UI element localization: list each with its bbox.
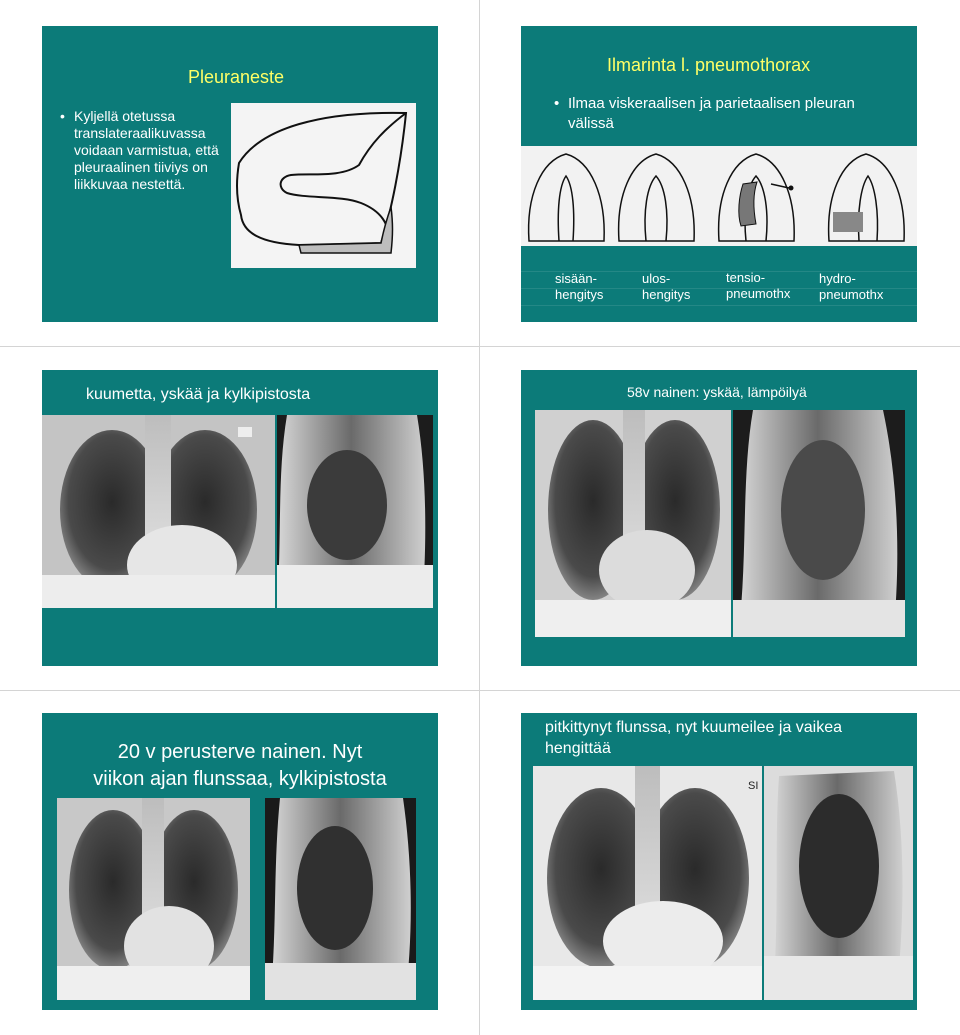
diagram-caption-inhale: sisään- hengitys (555, 271, 603, 303)
caption-line: tensio- (726, 270, 766, 285)
xray-side-marker: SI (748, 780, 759, 792)
slide-case-20v: 20 v perusterve nainen. Nyt viikon ajan … (42, 713, 438, 1010)
caption-line: hengitys (555, 287, 604, 302)
bullet-item: Ilmaa viskeraalisen ja parietaalisen ple… (554, 94, 884, 134)
xray-frontal (535, 410, 731, 637)
slide-title: 58v nainen: yskää, lämpöilyä (627, 384, 807, 400)
pleural-fluid-diagram (231, 103, 416, 268)
grid-divider-vertical (479, 0, 480, 1035)
slide-pneumothorax: Ilmarinta l. pneumothorax Ilmaa viskeraa… (521, 26, 917, 322)
diagram-caption-tension: tensio- pneumothx (726, 270, 790, 302)
slide-title: 20 v perusterve nainen. Nyt viikon ajan … (42, 739, 438, 793)
slide-title: Ilmarinta l. pneumothorax (607, 55, 811, 75)
diagram-caption-exhale: ulos- hengitys (642, 271, 690, 303)
slide-stripe (521, 288, 917, 289)
diagram-caption-hydro: hydro- pneumothx (819, 271, 883, 303)
caption-line: hengitys (642, 287, 691, 302)
slide-case-58v: 58v nainen: yskää, lämpöilyä (521, 370, 917, 666)
title-line: 20 v perusterve nainen. Nyt (117, 741, 363, 763)
xray-lateral (733, 410, 905, 637)
xray-frontal (42, 415, 275, 608)
bullet-item: Kyljellä otetussa translateraalikuvassa … (60, 108, 230, 193)
slide-stripe (521, 305, 917, 306)
grid-divider-row2 (0, 690, 960, 691)
slide-title: Pleuraneste (188, 67, 285, 87)
xray-frontal (57, 798, 250, 1000)
title-line: viikon ajan flunssaa, kylkipistosta (93, 768, 387, 790)
caption-line: hydro- (819, 271, 856, 286)
slide-case-flunssa: pitkittynyt flunssa, nyt kuumeilee ja va… (521, 713, 917, 1010)
slide-title: pitkittynyt flunssa, nyt kuumeilee ja va… (545, 719, 843, 757)
xray-lateral (265, 798, 416, 1000)
slide-case-fever: kuumetta, yskää ja kylkipistosta (42, 370, 438, 666)
slide-bullets: Kyljellä otetussa translateraalikuvassa … (60, 108, 230, 193)
xray-lateral (277, 415, 433, 608)
slide-bullets: Ilmaa viskeraalisen ja parietaalisen ple… (554, 94, 884, 134)
xray-lateral (764, 766, 913, 1000)
caption-line: ulos- (642, 271, 671, 286)
caption-line: pneumothx (819, 287, 884, 302)
caption-line: pneumothx (726, 286, 791, 301)
xray-frontal: SI (533, 766, 762, 1000)
pneumothorax-diagrams (521, 146, 917, 246)
slide-pleuraneste: Pleuraneste Kyljellä otetussa translater… (42, 26, 438, 322)
slide-stripe (521, 271, 917, 272)
caption-line: sisään- (555, 271, 597, 286)
slide-title: kuumetta, yskää ja kylkipistosta (86, 386, 311, 403)
grid-divider-row1 (0, 346, 960, 347)
